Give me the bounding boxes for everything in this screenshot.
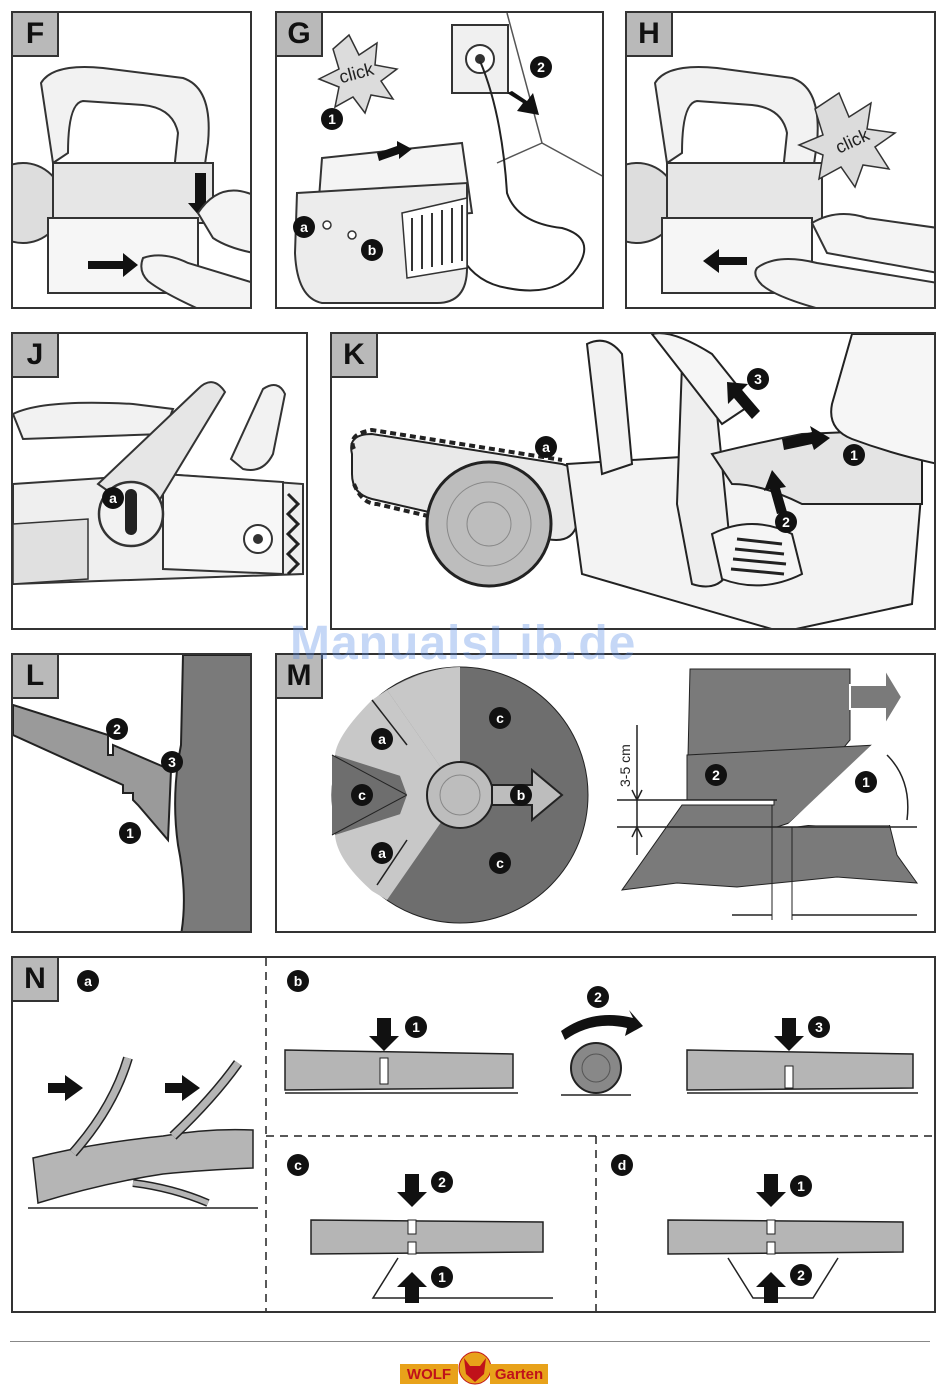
panel-h: H click xyxy=(625,11,936,309)
callout-b: b xyxy=(510,784,532,806)
panel-f-label: F xyxy=(13,13,59,57)
panel-m: M a a b c c c 1 2 3-5 cm xyxy=(275,653,936,933)
callout-a: a xyxy=(293,216,315,238)
panel-n-label: N xyxy=(13,958,59,1002)
panel-f-illustration xyxy=(13,13,252,309)
step-3: 3 xyxy=(808,1016,830,1038)
panel-l-label: L xyxy=(13,655,59,699)
sub-b-label: b xyxy=(287,970,309,992)
panel-h-illustration xyxy=(627,13,936,309)
step-d-bottom: 2 xyxy=(790,1264,812,1286)
callout-3: 3 xyxy=(747,368,769,390)
callout-c-bottom: c xyxy=(489,852,511,874)
panel-l: L 1 2 3 xyxy=(11,653,252,933)
callout-a: a xyxy=(535,436,557,458)
panel-n: N a b c d 1 2 3 2 1 1 2 xyxy=(11,956,936,1313)
callout-2: 2 xyxy=(705,764,727,786)
footer-divider xyxy=(10,1341,930,1342)
panel-k: K a 1 2 3 xyxy=(330,332,936,630)
panel-j-illustration xyxy=(13,334,308,630)
panel-g-illustration xyxy=(277,13,604,309)
callout-a-top: a xyxy=(371,728,393,750)
step-2: 2 xyxy=(587,986,609,1008)
sub-d-label: d xyxy=(611,1154,633,1176)
callout-1: 1 xyxy=(843,444,865,466)
panel-g: G click 1 2 a b xyxy=(275,11,604,309)
panel-m-illustration xyxy=(277,655,936,933)
panel-k-label: K xyxy=(332,334,378,378)
callout-1: 1 xyxy=(855,771,877,793)
callout-a: a xyxy=(102,487,124,509)
step-c-bottom: 1 xyxy=(431,1266,453,1288)
callout-2: 2 xyxy=(530,56,552,78)
callout-b: b xyxy=(361,239,383,261)
callout-c-left: c xyxy=(351,784,373,806)
panel-n-illustration xyxy=(13,958,936,1313)
callout-2: 2 xyxy=(106,718,128,740)
panel-j-label: J xyxy=(13,334,59,378)
step-c-top: 2 xyxy=(431,1171,453,1193)
panel-m-label: M xyxy=(277,655,323,699)
dimension-label: 3-5 cm xyxy=(617,744,633,787)
panel-h-label: H xyxy=(627,13,673,57)
callout-a-bottom: a xyxy=(371,842,393,864)
callout-c-top: c xyxy=(489,707,511,729)
callout-2: 2 xyxy=(775,511,797,533)
panel-g-label: G xyxy=(277,13,323,57)
callout-1: 1 xyxy=(321,108,343,130)
callout-1: 1 xyxy=(119,822,141,844)
panel-k-illustration xyxy=(332,334,936,630)
step-1: 1 xyxy=(405,1016,427,1038)
logo-garten-text: Garten xyxy=(490,1364,548,1384)
callout-3: 3 xyxy=(161,751,183,773)
sub-a-label: a xyxy=(77,970,99,992)
logo-wolf-text: WOLF xyxy=(400,1364,458,1384)
wolf-garten-logo: WOLF Garten xyxy=(400,1350,550,1386)
sub-c-label: c xyxy=(287,1154,309,1176)
panel-f: F xyxy=(11,11,252,309)
step-d-top: 1 xyxy=(790,1175,812,1197)
panel-j: J a xyxy=(11,332,308,630)
